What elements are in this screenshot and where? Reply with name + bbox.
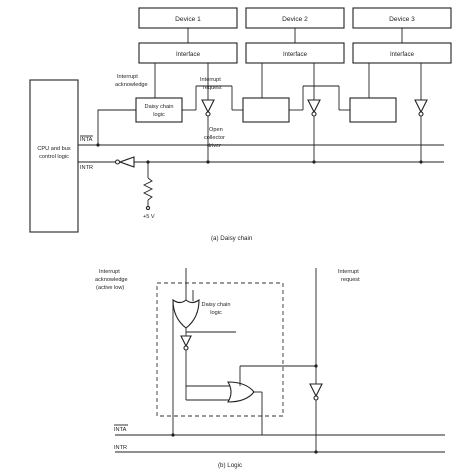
supply-label: +5 V <box>143 214 155 220</box>
device-2-label: Device 2 <box>282 16 308 23</box>
req-label-1: Interrupt <box>338 269 359 275</box>
device-1: Device 1 <box>138 7 238 29</box>
cpu-bus-control-box: CPU and bus control logic <box>29 79 79 233</box>
daisy-chain-logic-1: Daisy chain logic <box>135 97 183 123</box>
caption-a: (a) Daisy chain <box>211 235 253 242</box>
open-collector-label-3: driver <box>207 143 221 149</box>
device-3-label: Device 3 <box>389 16 415 23</box>
ack-label-3: (active low) <box>96 285 124 291</box>
intr-label-b: INTR <box>114 445 127 451</box>
pull-up-resistor: +5 V <box>142 160 155 220</box>
open-collector-label-1: Open <box>209 127 223 133</box>
interrupt-req-label-1: Interrupt <box>200 77 221 83</box>
daisy-chain-logic-3 <box>349 97 397 123</box>
intr-label-a: INTR <box>80 165 93 171</box>
device-1-label: Device 1 <box>175 16 201 23</box>
cpu-label-1: CPU and bus <box>37 146 70 152</box>
inta-label-a: INTA <box>80 137 93 143</box>
daisy-chain-logic-boundary <box>156 282 284 417</box>
daisy-logic-label-2: logic <box>153 112 165 118</box>
or-gate-bottom <box>227 381 255 403</box>
ack-label-1: Interrupt <box>99 269 120 275</box>
inverter-b <box>180 335 192 351</box>
open-collector-driver-3 <box>414 99 428 162</box>
inta-label-b: INTA <box>114 427 127 433</box>
interface-3: Interface <box>352 42 452 64</box>
or-gate-top <box>172 298 200 329</box>
interface-1: Interface <box>138 42 238 64</box>
daisy-logic-b-label-1: Daisy chain <box>202 302 231 308</box>
interface-3-label: Interface <box>390 51 415 58</box>
open-collector-label-2: collector <box>204 135 225 141</box>
interrupt-req-label-2: request <box>203 85 222 91</box>
daisy-logic-label-1: Daisy chain <box>145 104 174 110</box>
device-2: Device 2 <box>245 7 345 29</box>
interrupt-ack-label-1: Interrupt <box>117 74 138 80</box>
interface-1-label: Interface <box>176 51 201 58</box>
interface-2-label: Interface <box>283 51 308 58</box>
open-collector-driver-2 <box>307 99 321 162</box>
interrupt-ack-label-2: acknowledge <box>115 82 148 88</box>
daisy-logic-b-label-2: logic <box>210 310 222 316</box>
caption-b: (b) Logic <box>218 462 242 469</box>
req-label-2: request <box>341 277 360 283</box>
interface-2: Interface <box>245 42 345 64</box>
intr-inverter <box>114 156 135 168</box>
ack-label-2: acknowledge <box>95 277 128 283</box>
device-3: Device 3 <box>352 7 452 29</box>
open-collector-driver-b <box>309 383 323 454</box>
cpu-label-2: control logic <box>39 154 69 160</box>
daisy-chain-logic-2 <box>242 97 290 123</box>
open-collector-driver-1 <box>201 99 215 162</box>
